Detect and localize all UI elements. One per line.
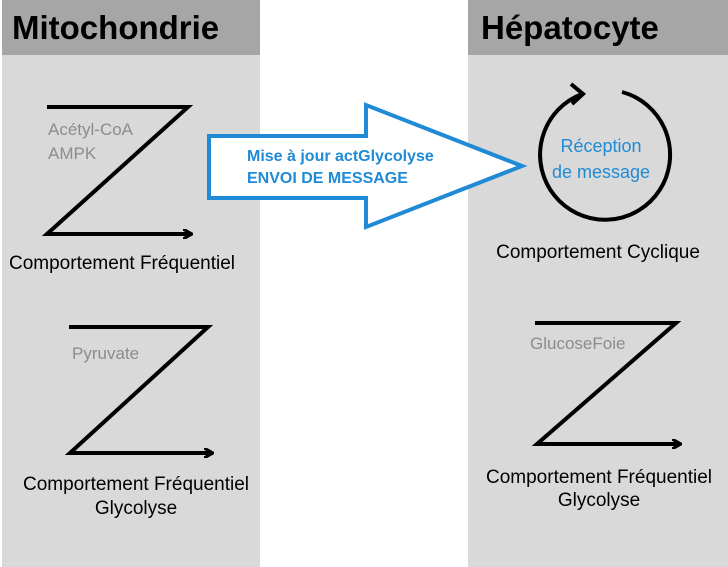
variable-pyruvate: Pyruvate bbox=[72, 344, 140, 363]
hepatocyte-title: Hépatocyte bbox=[481, 9, 659, 46]
z-behaviour-icon-3 bbox=[531, 321, 680, 444]
hepatocyte-panel bbox=[468, 0, 728, 567]
variable-ampk: AMPK bbox=[48, 144, 97, 163]
right-behaviour-sublabel: Glycolyse bbox=[557, 490, 641, 511]
left-behaviour-label-1: Comportement Fréquentiel bbox=[9, 253, 235, 274]
cycle-icon bbox=[538, 90, 673, 222]
z-behaviour-icon-1 bbox=[41, 105, 194, 234]
z-behaviour-icon-2 bbox=[64, 325, 212, 453]
left-behaviour-sublabel-2: Glycolyse bbox=[94, 498, 178, 519]
hepatocyte-header bbox=[468, 0, 728, 55]
cycle-line-2: de message bbox=[551, 162, 651, 182]
message-arrow-line-2: ENVOI DE MESSAGE bbox=[247, 170, 408, 187]
mitochondrie-panel bbox=[2, 0, 260, 567]
cycle-behaviour-label: Comportement Cyclique bbox=[496, 242, 700, 263]
left-behaviour-label-2: Comportement Fréquentiel bbox=[23, 474, 249, 495]
mitochondrie-header bbox=[2, 0, 260, 55]
message-arrow bbox=[207, 102, 528, 230]
variable-glucose-foie: GlucoseFoie bbox=[530, 334, 626, 353]
mitochondrie-title: Mitochondrie bbox=[12, 9, 220, 46]
cycle-line-1: Réception bbox=[560, 136, 642, 156]
right-behaviour-label: Comportement Fréquentiel bbox=[486, 467, 712, 488]
variable-acetyl-coa: Acétyl-CoA bbox=[48, 120, 134, 139]
message-arrow-line-1: Mise à jour actGlycolyse bbox=[247, 148, 434, 165]
